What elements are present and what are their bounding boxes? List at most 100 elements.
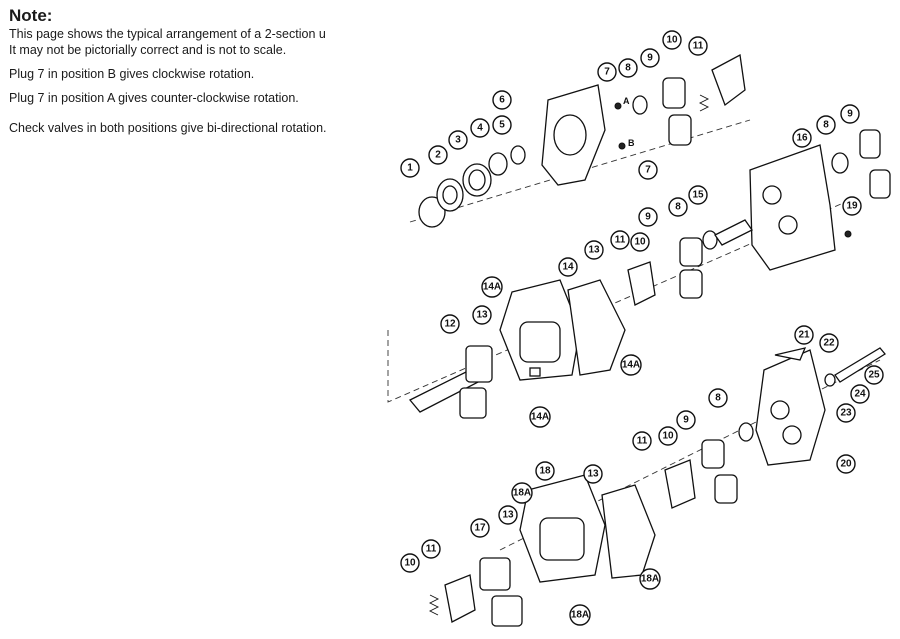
callout-9-mid: 9 <box>638 207 658 227</box>
svg-text:18A: 18A <box>571 610 589 621</box>
part-ring-8-mid <box>702 230 718 250</box>
svg-text:18A: 18A <box>641 574 659 585</box>
svg-text:4: 4 <box>477 123 483 134</box>
callout-8-upper: 8 <box>618 58 638 78</box>
callout-11-bottom: 11 <box>421 539 441 559</box>
svg-text:18: 18 <box>539 466 551 477</box>
svg-text:7: 7 <box>645 165 651 176</box>
callout-10-lower: 10 <box>658 426 678 446</box>
callout-11-lower: 11 <box>632 431 652 451</box>
svg-text:7: 7 <box>604 67 610 78</box>
callout-15: 15 <box>688 185 708 205</box>
part-ring-8-lower <box>738 422 754 442</box>
callout-3: 3 <box>448 130 468 150</box>
part-plug-a <box>614 102 622 110</box>
callout-21: 21 <box>794 325 814 345</box>
part-gear-17 <box>479 557 511 591</box>
note-title: Note: <box>9 6 53 25</box>
part-gasket-13 <box>567 279 626 376</box>
part-plug-b <box>618 142 626 150</box>
part-snap-ring <box>418 196 446 228</box>
callout-12: 12 <box>440 314 460 334</box>
svg-text:19: 19 <box>846 201 858 212</box>
svg-text:17: 17 <box>474 523 486 534</box>
svg-text:9: 9 <box>847 109 853 120</box>
svg-text:21: 21 <box>798 330 810 341</box>
callout-19: 19 <box>842 196 862 216</box>
part-bearing-9-upper <box>662 77 686 109</box>
callout-14a-bottom: 14A <box>529 406 551 428</box>
part-seal-plate-11-mid <box>627 261 656 306</box>
svg-text:8: 8 <box>625 63 631 74</box>
svg-text:22: 22 <box>823 338 835 349</box>
callout-13-mid-left: 13 <box>472 305 492 325</box>
callout-10-upper: 10 <box>662 30 682 50</box>
svg-text:13: 13 <box>587 469 599 480</box>
svg-text:25: 25 <box>868 370 880 381</box>
note-line-plug-b: Plug 7 in position B gives clockwise rot… <box>9 67 255 81</box>
callout-10-mid: 10 <box>630 232 650 252</box>
callout-10-bottom: 10 <box>400 553 420 573</box>
svg-text:14A: 14A <box>531 412 549 423</box>
callout-7-b: 7 <box>638 160 658 180</box>
svg-text:16: 16 <box>796 133 808 144</box>
part-end-cover-20 <box>755 349 826 466</box>
callout-8-mid: 8 <box>668 197 688 217</box>
part-stud-25 <box>834 347 886 383</box>
svg-text:14: 14 <box>562 262 574 273</box>
callout-6: 6 <box>492 90 512 110</box>
part-ring-5 <box>510 145 526 165</box>
note-line-check-valves: Check valves in both positions give bi-d… <box>9 121 327 135</box>
svg-text:9: 9 <box>683 415 689 426</box>
callout-14a-top: 14A <box>481 276 503 298</box>
callout-5: 5 <box>492 115 512 135</box>
note-line-plug-a: Plug 7 in position A gives counter-clock… <box>9 91 299 105</box>
callout-13-mid-top: 13 <box>584 240 604 260</box>
part-seal-plate-11-bottom <box>444 574 476 623</box>
svg-text:10: 10 <box>662 431 674 442</box>
part-seal-plate-11-lower <box>664 459 696 509</box>
callout-8-right: 8 <box>816 115 836 135</box>
assembly-axis-1 <box>409 119 751 223</box>
svg-text:11: 11 <box>637 436 648 447</box>
callout-18a-bottom: 18A <box>569 604 591 626</box>
callout-11-upper: 11 <box>688 36 708 56</box>
callout-9-lower: 9 <box>676 410 696 430</box>
svg-text:14A: 14A <box>622 360 640 371</box>
svg-text:8: 8 <box>675 202 681 213</box>
svg-text:9: 9 <box>647 53 653 64</box>
callout-14a-right: 14A <box>620 354 642 376</box>
callout-18a-top: 18A <box>511 482 533 504</box>
callout-20: 20 <box>836 454 856 474</box>
part-ring-4 <box>488 152 508 176</box>
exploded-parts-diagram: A B 1 2 3 4 5 6 7 7 8 9 10 11 <box>387 30 891 627</box>
note-panel: Note: This page shows the typical arrang… <box>9 6 369 136</box>
svg-text:9: 9 <box>645 212 651 223</box>
svg-text:18A: 18A <box>513 488 531 499</box>
svg-text:13: 13 <box>502 510 514 521</box>
svg-text:11: 11 <box>693 41 704 52</box>
svg-text:2: 2 <box>435 150 441 161</box>
part-bearing-9-mid <box>679 237 703 267</box>
svg-text:12: 12 <box>444 319 456 330</box>
svg-text:11: 11 <box>426 544 437 555</box>
callout-13-lower-left: 13 <box>498 505 518 525</box>
svg-text:6: 6 <box>499 95 505 106</box>
callout-17: 17 <box>470 518 490 538</box>
callout-18a-right: 18A <box>639 568 661 590</box>
svg-text:8: 8 <box>823 120 829 131</box>
svg-text:20: 20 <box>840 459 852 470</box>
callout-23: 23 <box>836 403 856 423</box>
callout-22: 22 <box>819 333 839 353</box>
part-gasket-13-lower <box>601 484 656 579</box>
part-bearing-9-lower <box>701 439 725 469</box>
callout-9-upper: 9 <box>640 48 660 68</box>
svg-text:24: 24 <box>854 389 866 400</box>
part-gear-mid <box>459 387 487 419</box>
svg-text:3: 3 <box>455 135 461 146</box>
callout-8-lower: 8 <box>708 388 728 408</box>
callout-18: 18 <box>535 461 555 481</box>
note-line-arrangement: This page shows the typical arrangement … <box>9 27 326 41</box>
svg-text:10: 10 <box>666 35 678 46</box>
svg-text:10: 10 <box>404 558 416 569</box>
